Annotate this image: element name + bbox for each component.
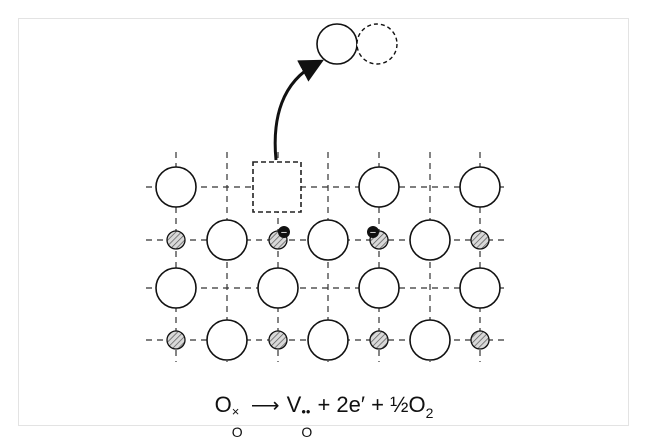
electron-sign-1: − [281,227,287,239]
vacancy-site-sub: O [301,424,313,440]
trapped-electron-1: − [278,226,290,239]
oxygen-release-arrow [273,59,324,161]
oxygen-ion-r1-c5 [358,166,400,208]
oxygen-ion-r3-c3 [257,267,299,309]
cation-r4-c3 [268,330,288,350]
reactant-site-sub: O [231,424,243,440]
trapped-electron-2: − [367,226,379,239]
cation-r2-c1 [166,230,186,250]
oxygen-gas-sub: 2 [425,405,434,421]
oxygen-ion-r4-c2 [206,319,248,361]
reactant-charge-sup: × [231,404,240,419]
oxygen-ion-r4-c4 [307,319,349,361]
defect-reaction-equation: O×O ⟶ V••O + 2e′ + ½O2 [0,392,648,440]
cation-r4-c7 [470,330,490,350]
oxygen-ion-r2-c6 [409,219,451,261]
oxygen-ion-r3-c5 [358,267,400,309]
oxygen-ion-r2-c2 [206,219,248,261]
electron-sign-2: − [370,227,376,239]
reaction-arrow: ⟶ [250,395,280,417]
oxygen-molecule-atom-solid [316,23,358,65]
lattice-atoms [155,166,501,361]
oxygen-ion-r1-c1 [155,166,197,208]
electrons-term: 2e′ [336,392,366,417]
cation-r2-c7 [470,230,490,250]
reactant-oxygen-symbol: O [214,392,232,417]
plus-sign-1: + [317,392,331,417]
vacancy-symbol: V [286,392,302,417]
oxygen-ion-r3-c1 [155,267,197,309]
oxygen-ion-r2-c4 [307,219,349,261]
oxygen-molecule-atom-dashed [356,23,398,65]
plus-sign-2: + [371,392,385,417]
vacancy-charge-sup: •• [301,404,311,419]
cation-r4-c1 [166,330,186,350]
figure-frame [18,18,629,426]
oxygen-ion-r1-c7 [459,166,501,208]
oxygen-vacancy-box [252,161,302,213]
oxygen-ion-r3-c7 [459,267,501,309]
cation-r4-c5 [369,330,389,350]
oxygen-ion-r4-c6 [409,319,451,361]
oxygen-gas-term: ½O [390,392,426,417]
